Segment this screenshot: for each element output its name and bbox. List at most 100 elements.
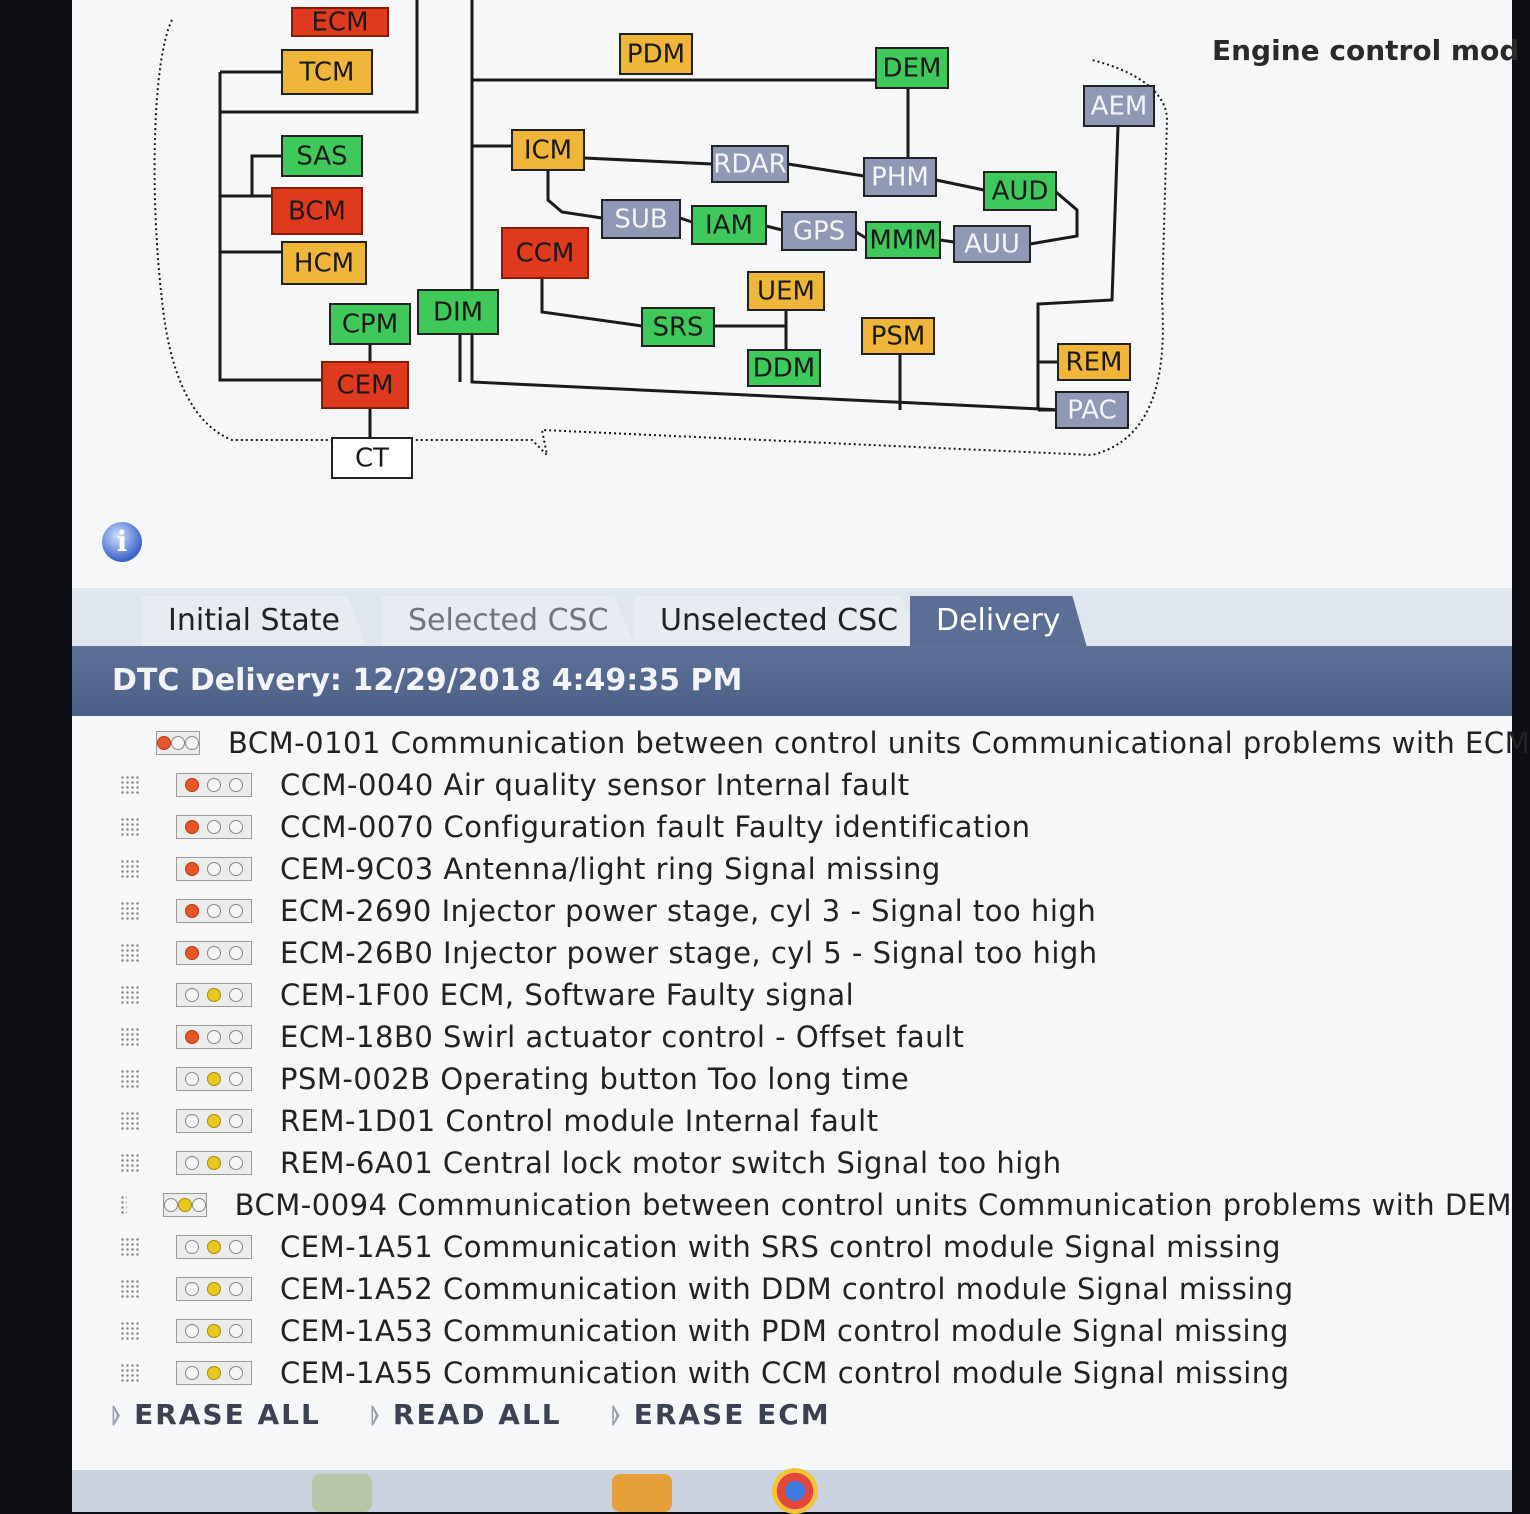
grip-icon[interactable] (120, 1279, 140, 1299)
dtc-text: CEM-1A52 Communication with DDM control … (280, 1272, 1294, 1306)
module-uem[interactable]: UEM (747, 271, 825, 311)
tab-delivery[interactable]: Delivery (910, 596, 1087, 646)
dtc-row[interactable]: ECM-18B0 Swirl actuator control - Offset… (72, 1016, 1512, 1058)
module-aud[interactable]: AUD (983, 171, 1057, 211)
bus-wire (250, 154, 282, 196)
dtc-row[interactable]: CEM-9C03 Antenna/light ring Signal missi… (72, 848, 1512, 890)
module-ddm[interactable]: DDM (747, 349, 821, 387)
dtc-row[interactable]: BCM-0094 Communication between control u… (72, 1184, 1512, 1226)
erase-all-button[interactable]: ⦊ ERASE ALL (112, 1398, 321, 1431)
module-hcm[interactable]: HCM (281, 241, 367, 285)
dtc-row[interactable]: CEM-1F00 ECM, Software Faulty signal (72, 974, 1512, 1016)
tab-unselected-csc[interactable]: Unselected CSC (634, 596, 925, 646)
module-ccm[interactable]: CCM (501, 227, 589, 279)
module-iam[interactable]: IAM (691, 205, 767, 245)
status-dot (207, 1240, 221, 1254)
status-dot (207, 1282, 221, 1296)
module-tcm[interactable]: TCM (281, 49, 373, 95)
grip-icon[interactable] (120, 1027, 140, 1047)
module-box (501, 227, 589, 279)
module-srs[interactable]: SRS (641, 307, 715, 347)
module-icm[interactable]: ICM (511, 129, 585, 171)
dtc-row[interactable]: ECM-26B0 Injector power stage, cyl 5 - S… (72, 932, 1512, 974)
module-aem[interactable]: AEM (1083, 85, 1155, 127)
dtc-row[interactable]: ECM-2690 Injector power stage, cyl 3 - S… (72, 890, 1512, 932)
module-box (953, 225, 1031, 263)
dtc-row[interactable]: CCM-0040 Air quality sensor Internal fau… (72, 764, 1512, 806)
bus-wire (470, 0, 1063, 412)
module-dim[interactable]: DIM (417, 289, 499, 335)
dtc-row[interactable]: BCM-0101 Communication between control u… (72, 722, 1530, 764)
module-bcm[interactable]: BCM (271, 187, 363, 235)
status-dot (207, 1156, 221, 1170)
status-dot (229, 946, 243, 960)
dtc-row[interactable]: CEM-1A52 Communication with DDM control … (72, 1268, 1512, 1310)
grip-icon[interactable] (120, 1363, 140, 1383)
module-auu[interactable]: AUU (953, 225, 1031, 263)
module-label: CCM (516, 239, 575, 269)
module-phm[interactable]: PHM (863, 157, 937, 197)
module-dem[interactable]: DEM (875, 47, 949, 89)
module-box (281, 49, 373, 95)
dtc-row[interactable]: CEM-1A53 Communication with PDM control … (72, 1310, 1512, 1352)
status-dot (185, 988, 199, 1002)
read-all-button[interactable]: ⦊ READ ALL (371, 1398, 562, 1431)
chrome-icon[interactable] (772, 1468, 818, 1514)
module-box (863, 157, 937, 197)
grip-icon[interactable] (120, 1237, 140, 1257)
taskbar (72, 1468, 1512, 1514)
module-sub[interactable]: SUB (601, 199, 681, 239)
grip-icon[interactable] (120, 1111, 140, 1131)
module-rdar[interactable]: RDAR (711, 145, 789, 183)
dtc-text: CEM-1A51 Communication with SRS control … (280, 1230, 1281, 1264)
grip-icon[interactable] (120, 817, 140, 837)
module-label: PAC (1067, 396, 1117, 426)
grip-icon[interactable] (120, 1069, 140, 1089)
status-dot (207, 1072, 221, 1086)
erase-ecm-label: ERASE ECM (633, 1398, 831, 1431)
module-box (861, 317, 935, 355)
erase-ecm-button[interactable]: ⦊ ERASE ECM (612, 1398, 831, 1431)
dtc-row[interactable]: CEM-1A51 Communication with SRS control … (72, 1226, 1512, 1268)
dtc-text: CCM-0040 Air quality sensor Internal fau… (280, 768, 910, 802)
tab-selected-csc[interactable]: Selected CSC (382, 596, 635, 646)
module-box (331, 437, 413, 479)
dtc-row[interactable]: REM-6A01 Central lock motor switch Signa… (72, 1142, 1512, 1184)
app-icon[interactable] (312, 1474, 372, 1512)
dtc-row[interactable]: REM-1D01 Control module Internal fault (72, 1100, 1512, 1142)
grip-icon[interactable] (120, 775, 140, 795)
dtc-row[interactable]: CEM-1A55 Communication with CCM control … (72, 1352, 1512, 1394)
status-light-icon (156, 731, 200, 755)
module-gps[interactable]: GPS (781, 211, 857, 251)
grip-icon[interactable] (120, 1153, 140, 1173)
module-label: MMM (869, 226, 936, 256)
module-cem[interactable]: CEM (321, 361, 409, 409)
module-psm[interactable]: PSM (861, 317, 935, 355)
module-box (691, 205, 767, 245)
module-cpm[interactable]: CPM (329, 303, 411, 345)
module-pdm[interactable]: PDM (619, 33, 693, 75)
status-light-icon (176, 1235, 252, 1259)
dtc-row[interactable]: PSM-002B Operating button Too long time (72, 1058, 1512, 1100)
info-icon[interactable]: i (102, 522, 142, 562)
module-pac[interactable]: PAC (1055, 391, 1129, 429)
grip-icon[interactable] (120, 943, 140, 963)
dtc-row[interactable]: CCM-0070 Configuration fault Faulty iden… (72, 806, 1512, 848)
module-label: REM (1066, 348, 1123, 378)
status-dot (207, 862, 221, 876)
module-ecm[interactable]: ECM (291, 7, 389, 38)
status-dot (185, 1114, 199, 1128)
grip-icon[interactable] (120, 1195, 127, 1215)
module-box (711, 145, 789, 183)
status-light-icon (176, 941, 252, 965)
app-icon[interactable] (612, 1474, 672, 1512)
module-sas[interactable]: SAS (281, 135, 363, 177)
grip-icon[interactable] (120, 985, 140, 1005)
grip-icon[interactable] (120, 859, 140, 879)
module-rem[interactable]: REM (1057, 343, 1131, 381)
module-ct[interactable]: CT (331, 437, 413, 479)
tab-initial-state[interactable]: Initial State (142, 596, 366, 646)
grip-icon[interactable] (120, 1321, 140, 1341)
grip-icon[interactable] (120, 901, 140, 921)
module-mmm[interactable]: MMM (865, 221, 941, 259)
